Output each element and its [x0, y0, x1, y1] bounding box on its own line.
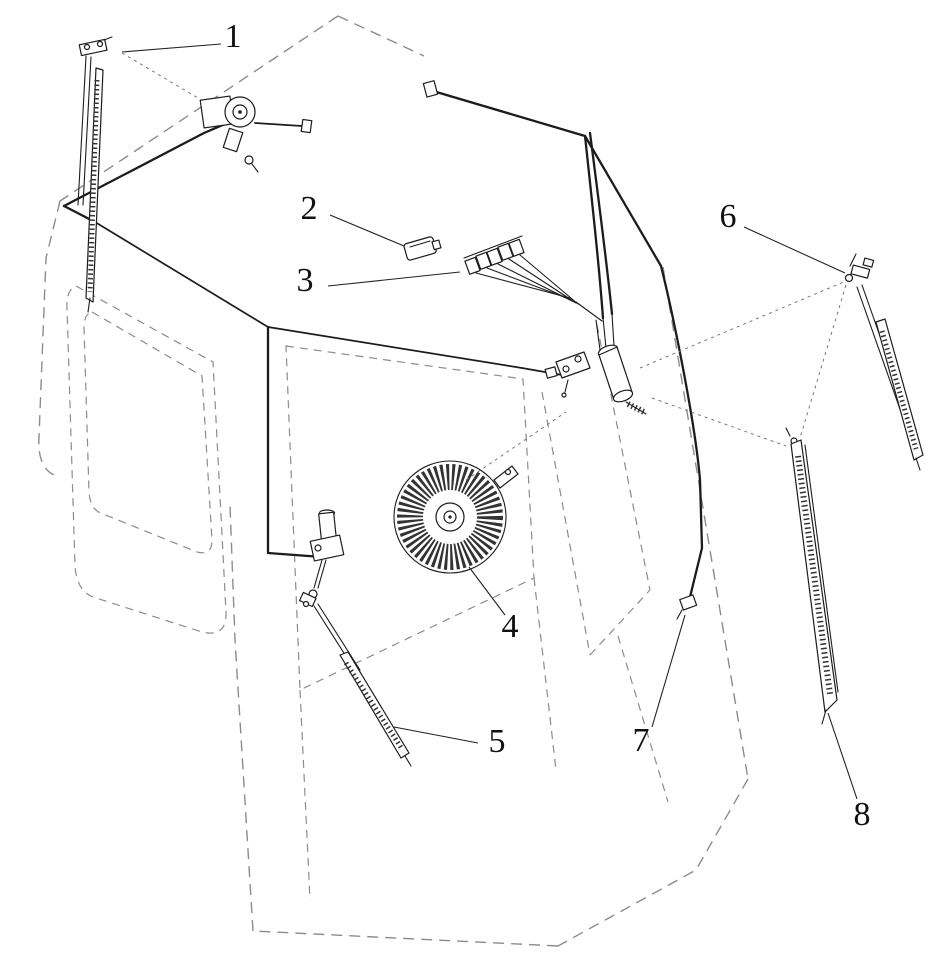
part-label-1: 1 — [224, 18, 242, 55]
fan-bracket — [493, 465, 519, 489]
wiper-arm-6 — [844, 253, 924, 471]
assembly-reference-lines — [121, 52, 847, 481]
wiper-motor-right — [544, 344, 647, 415]
connector-2 — [403, 236, 442, 261]
part-label-4: 4 — [501, 608, 519, 645]
wiper-arm-left — [77, 36, 113, 313]
part-label-8: 8 — [853, 796, 871, 833]
wiper-assembly-5 — [298, 509, 412, 767]
harness-clip-roof — [422, 80, 439, 98]
label-leader-lines — [121, 43, 858, 800]
part-label-2: 2 — [300, 190, 318, 227]
cab-outline — [38, 15, 749, 947]
connector-7 — [676, 594, 698, 620]
wiper-blade-8 — [785, 427, 839, 725]
part-label-7: 7 — [632, 722, 650, 759]
wiring-harness — [62, 80, 704, 599]
harness-clip-front — [300, 118, 313, 134]
wiper-motor-front — [199, 95, 259, 173]
part-label-5: 5 — [488, 723, 506, 760]
relay-block-3 — [463, 235, 579, 305]
part-label-6: 6 — [719, 198, 737, 235]
fan-4 — [393, 460, 519, 574]
part-label-3: 3 — [296, 262, 314, 299]
